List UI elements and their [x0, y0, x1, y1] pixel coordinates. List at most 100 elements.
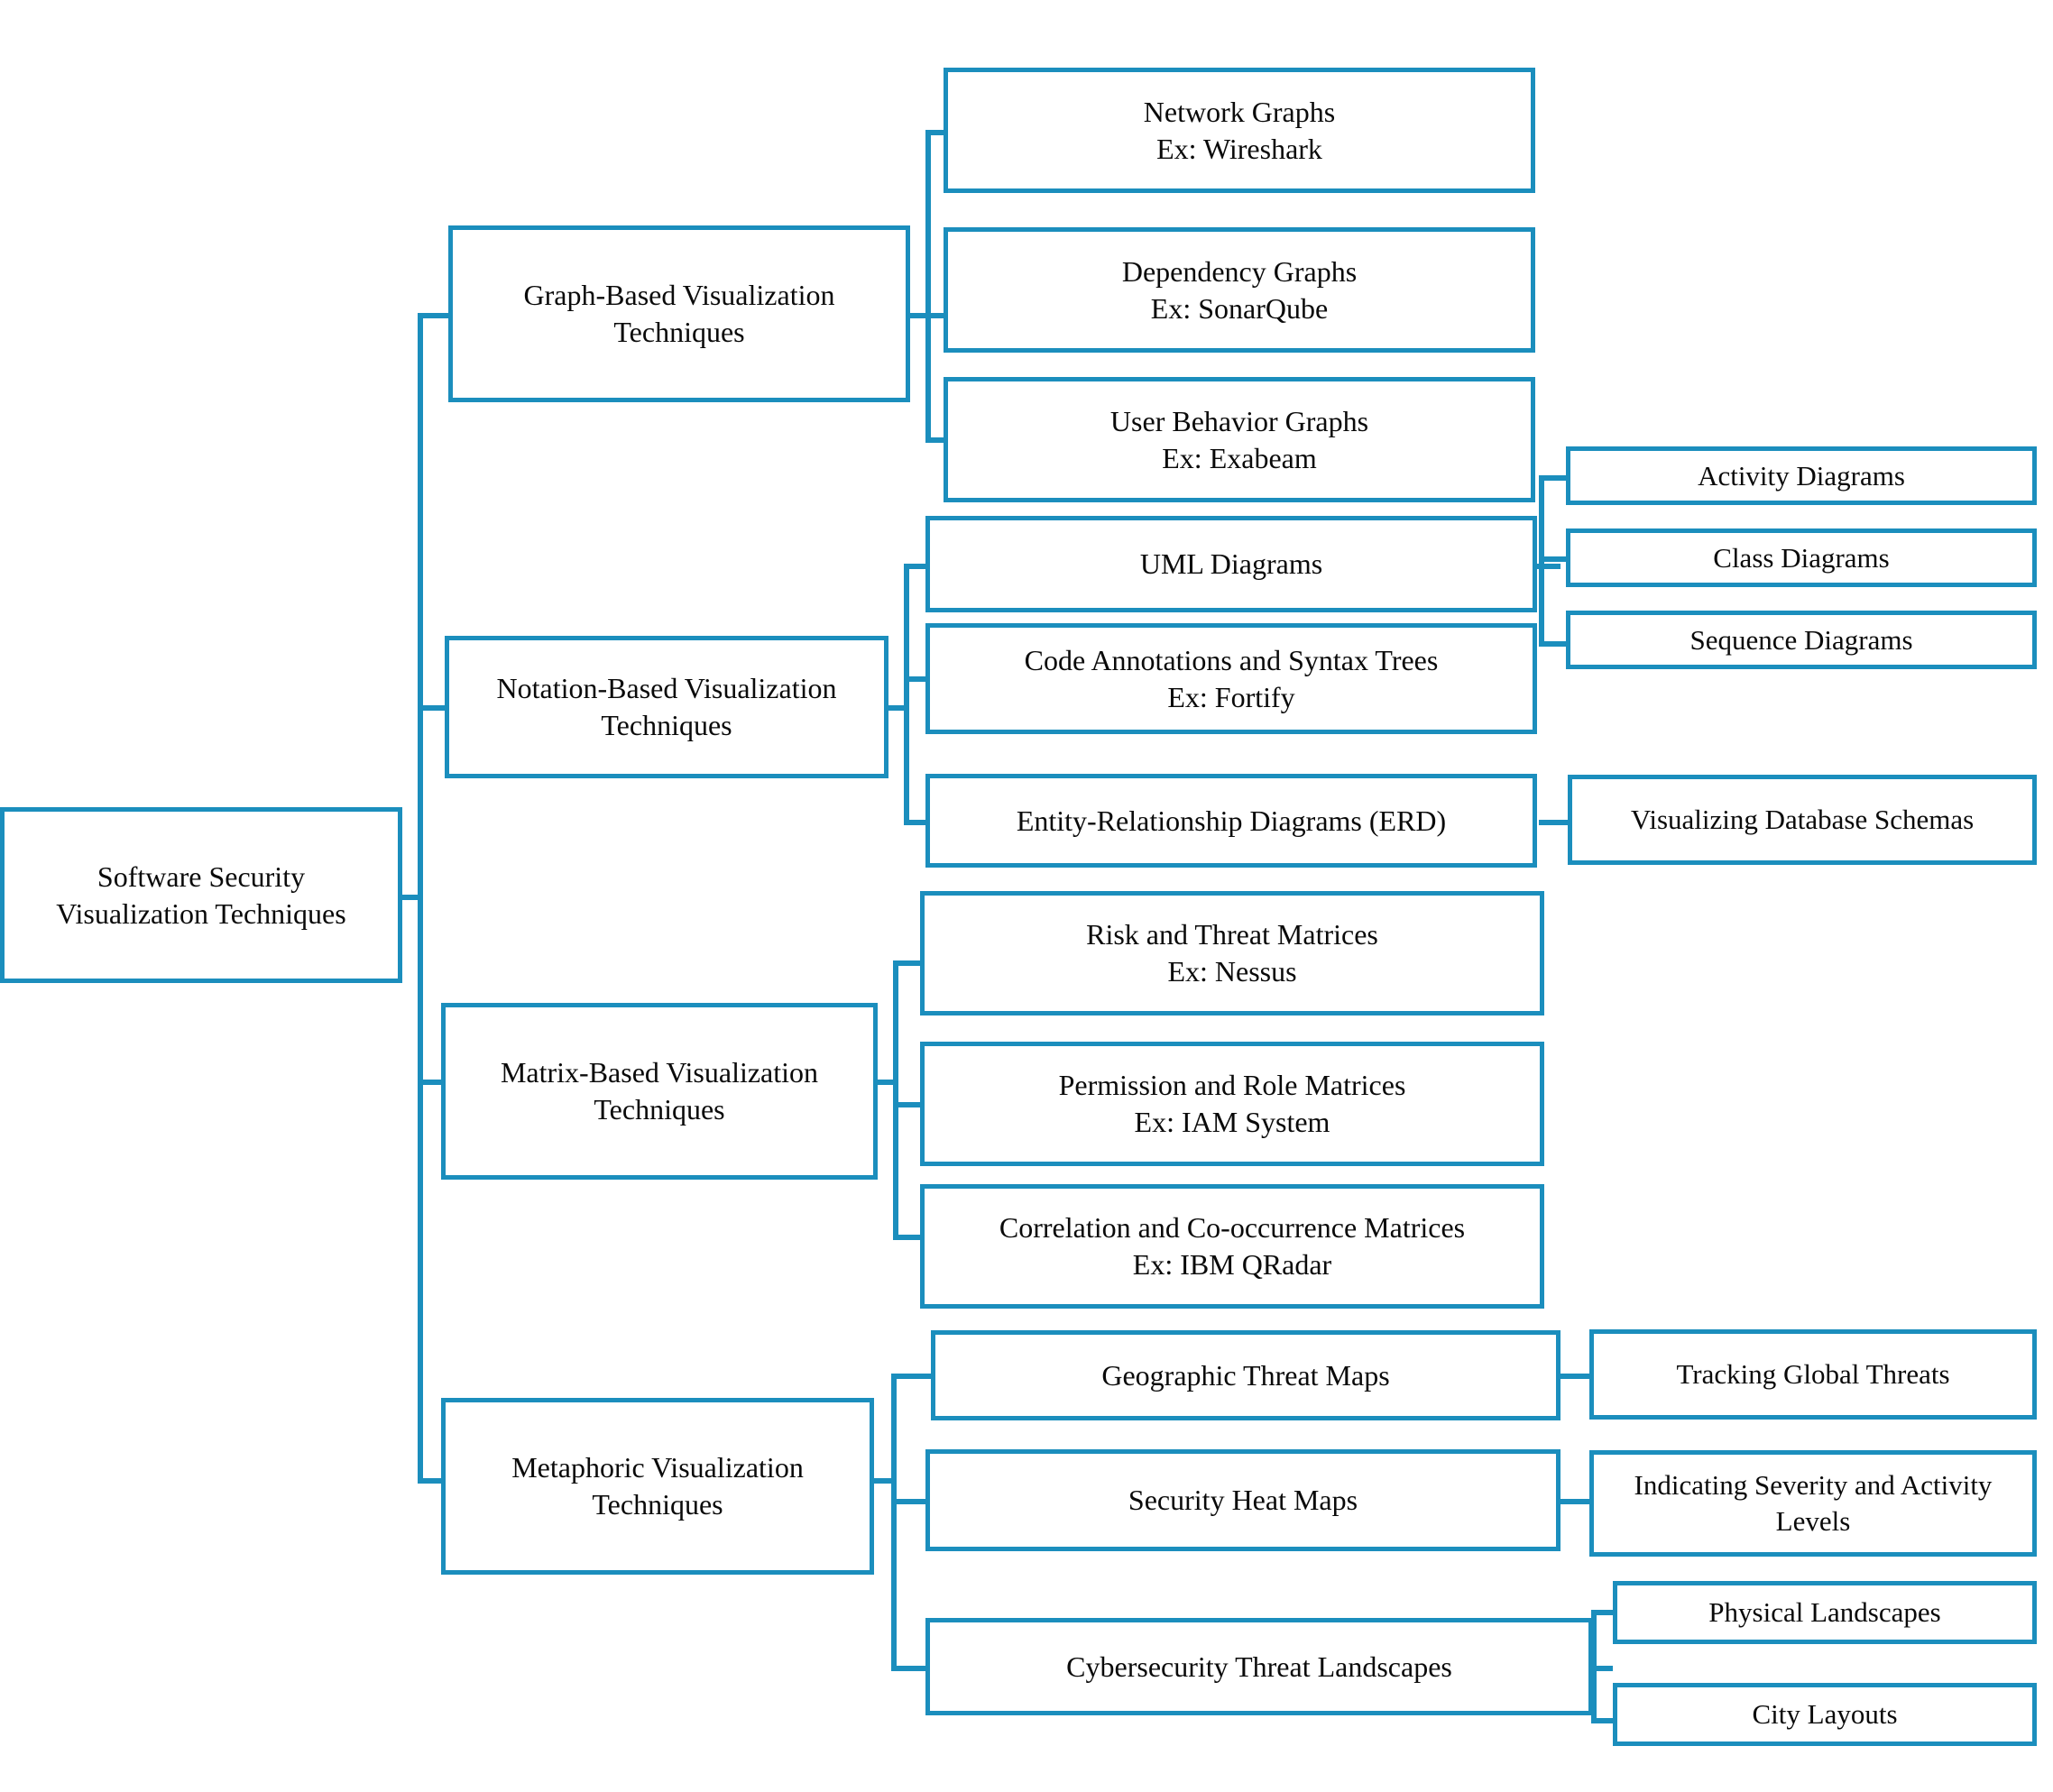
- connector-geographic-to-tracking: [1557, 1374, 1591, 1379]
- node-tracking-global-threats[interactable]: Tracking Global Threats: [1589, 1329, 2037, 1420]
- connector-uml-to-class: [1539, 556, 1568, 562]
- node-graph-based-line1: Graph-Based Visualization: [523, 279, 835, 312]
- node-risk-threat-matrices[interactable]: Risk and Threat Matrices Ex: Nessus: [920, 891, 1544, 1015]
- node-metaphoric-line1: Metaphoric Visualization: [511, 1451, 804, 1484]
- node-notation-based-line2: Techniques: [601, 709, 732, 741]
- node-matrix-based[interactable]: Matrix-Based Visualization Techniques: [441, 1003, 878, 1180]
- node-geographic-threat-maps[interactable]: Geographic Threat Maps: [931, 1330, 1560, 1420]
- node-metaphoric[interactable]: Metaphoric Visualization Techniques: [441, 1398, 874, 1575]
- node-code-annotations[interactable]: Code Annotations and Syntax Trees Ex: Fo…: [925, 623, 1537, 734]
- node-matrix-based-line2: Techniques: [594, 1093, 725, 1126]
- node-user-behavior-graphs-line1: User Behavior Graphs: [1109, 404, 1369, 437]
- connector-uml-out: [1533, 564, 1560, 569]
- connector-erd-to-db-schemas: [1539, 820, 1570, 825]
- node-physical-landscapes-label: Physical Landscapes: [1708, 1596, 1941, 1629]
- node-correlation-matrices-line1: Correlation and Co-occurrence Matrices: [999, 1211, 1466, 1245]
- node-network-graphs-line1: Network Graphs: [1143, 95, 1336, 128]
- connector-graph-to-user-behavior: [925, 437, 949, 443]
- node-root[interactable]: Software Security Visualization Techniqu…: [0, 807, 402, 983]
- connector-metaphoric-to-heatmaps: [891, 1499, 931, 1504]
- connector-to-metaphoric: [418, 1478, 450, 1484]
- node-sequence-diagrams-label: Sequence Diagrams: [1689, 623, 1913, 656]
- node-cybersecurity-threat-landscapes[interactable]: Cybersecurity Threat Landscapes: [925, 1618, 1593, 1715]
- connector-matrix-to-correlation: [893, 1235, 922, 1240]
- connector-heatmaps-to-severity: [1557, 1499, 1591, 1504]
- node-permission-role-matrices-line2: Ex: IAM System: [1134, 1106, 1330, 1138]
- node-class-diagrams[interactable]: Class Diagrams: [1566, 528, 2037, 587]
- node-permission-role-matrices-line1: Permission and Role Matrices: [1058, 1069, 1406, 1102]
- node-db-schemas[interactable]: Visualizing Database Schemas: [1568, 775, 2037, 865]
- connector-to-notation-based: [418, 705, 450, 711]
- connector-landscapes-out: [1588, 1666, 1613, 1671]
- connector-matrix-based-out: [871, 1080, 898, 1085]
- connector-matrix-based-trunk: [893, 960, 898, 1240]
- node-tracking-global-threats-label: Tracking Global Threats: [1676, 1358, 1950, 1391]
- node-uml-diagrams[interactable]: UML Diagrams: [925, 516, 1537, 612]
- connector-notation-based-trunk: [904, 564, 909, 825]
- node-severity-activity-levels[interactable]: Indicating Severity and Activity Levels: [1589, 1450, 2037, 1557]
- connector-root-trunk: [418, 316, 423, 1481]
- connector-notation-to-uml: [904, 564, 929, 569]
- node-cybersecurity-threat-landscapes-label: Cybersecurity Threat Landscapes: [1066, 1650, 1452, 1683]
- node-graph-based-line2: Techniques: [613, 316, 745, 348]
- node-dependency-graphs-line2: Ex: SonarQube: [1150, 291, 1329, 325]
- connector-matrix-to-permission: [893, 1102, 922, 1107]
- connector-graph-to-network: [925, 130, 949, 135]
- node-user-behavior-graphs-line2: Ex: Exabeam: [1162, 441, 1317, 474]
- node-city-layouts-label: City Layouts: [1752, 1698, 1898, 1731]
- node-risk-threat-matrices-line1: Risk and Threat Matrices: [1086, 918, 1378, 951]
- node-code-annotations-line1: Code Annotations and Syntax Trees: [1024, 643, 1439, 676]
- connector-notation-to-code-annotations: [904, 676, 929, 682]
- connector-landscapes-to-city: [1591, 1718, 1615, 1723]
- node-correlation-matrices-line2: Ex: IBM QRadar: [1132, 1248, 1332, 1281]
- connector-graph-based-trunk: [925, 130, 931, 443]
- connector-uml-to-activity: [1539, 475, 1568, 481]
- connector-graph-to-dependency: [925, 313, 949, 318]
- node-city-layouts[interactable]: City Layouts: [1613, 1683, 2037, 1746]
- connector-notation-based-out: [882, 705, 909, 711]
- connector-metaphoric-out: [868, 1478, 897, 1484]
- node-geographic-threat-maps-label: Geographic Threat Maps: [1101, 1358, 1390, 1392]
- node-security-heat-maps-label: Security Heat Maps: [1128, 1484, 1358, 1517]
- connector-metaphoric-to-landscapes: [891, 1666, 931, 1671]
- node-activity-diagrams[interactable]: Activity Diagrams: [1566, 446, 2037, 505]
- connector-landscapes-to-physical: [1591, 1610, 1615, 1615]
- node-notation-based-line1: Notation-Based Visualization: [496, 672, 837, 705]
- node-erd-line1: Entity-Relationship Diagrams (ERD): [1016, 804, 1447, 837]
- node-matrix-based-line1: Matrix-Based Visualization: [500, 1056, 819, 1089]
- connector-graph-based-out: [904, 313, 931, 318]
- connector-root-stub: [400, 895, 423, 900]
- node-uml-diagrams-line1: UML Diagrams: [1139, 547, 1323, 581]
- node-db-schemas-label: Visualizing Database Schemas: [1630, 804, 1975, 836]
- node-graph-based[interactable]: Graph-Based Visualization Techniques: [448, 225, 910, 402]
- connector-to-matrix-based: [418, 1080, 450, 1085]
- node-network-graphs-line2: Ex: Wireshark: [1156, 132, 1322, 165]
- node-severity-activity-levels-line2: Levels: [1775, 1505, 1851, 1537]
- node-dependency-graphs-line1: Dependency Graphs: [1121, 254, 1358, 288]
- node-root-line1: Software Security: [97, 859, 306, 893]
- node-class-diagrams-label: Class Diagrams: [1713, 541, 1890, 574]
- node-user-behavior-graphs[interactable]: User Behavior Graphs Ex: Exabeam: [944, 377, 1535, 502]
- node-code-annotations-line2: Ex: Fortify: [1167, 680, 1295, 713]
- node-notation-based[interactable]: Notation-Based Visualization Techniques: [445, 636, 888, 778]
- node-correlation-matrices[interactable]: Correlation and Co-occurrence Matrices E…: [920, 1184, 1544, 1309]
- node-erd[interactable]: Entity-Relationship Diagrams (ERD): [925, 774, 1537, 868]
- node-severity-activity-levels-line1: Indicating Severity and Activity: [1634, 1469, 1993, 1502]
- node-dependency-graphs[interactable]: Dependency Graphs Ex: SonarQube: [944, 227, 1535, 353]
- node-physical-landscapes[interactable]: Physical Landscapes: [1613, 1581, 2037, 1644]
- node-network-graphs[interactable]: Network Graphs Ex: Wireshark: [944, 68, 1535, 193]
- node-metaphoric-line2: Techniques: [592, 1488, 723, 1521]
- node-risk-threat-matrices-line2: Ex: Nessus: [1167, 955, 1297, 988]
- node-permission-role-matrices[interactable]: Permission and Role Matrices Ex: IAM Sys…: [920, 1042, 1544, 1166]
- connector-to-graph-based: [418, 313, 450, 318]
- node-root-line2: Visualization Techniques: [56, 896, 346, 930]
- node-sequence-diagrams[interactable]: Sequence Diagrams: [1566, 611, 2037, 669]
- connector-metaphoric-trunk: [891, 1374, 897, 1671]
- connector-uml-to-sequence: [1539, 641, 1568, 647]
- node-security-heat-maps[interactable]: Security Heat Maps: [925, 1449, 1560, 1551]
- connector-notation-to-erd: [904, 820, 929, 825]
- connector-landscapes-trunk: [1591, 1610, 1597, 1723]
- connector-matrix-to-risk: [893, 960, 922, 966]
- connector-metaphoric-to-geographic: [891, 1374, 931, 1379]
